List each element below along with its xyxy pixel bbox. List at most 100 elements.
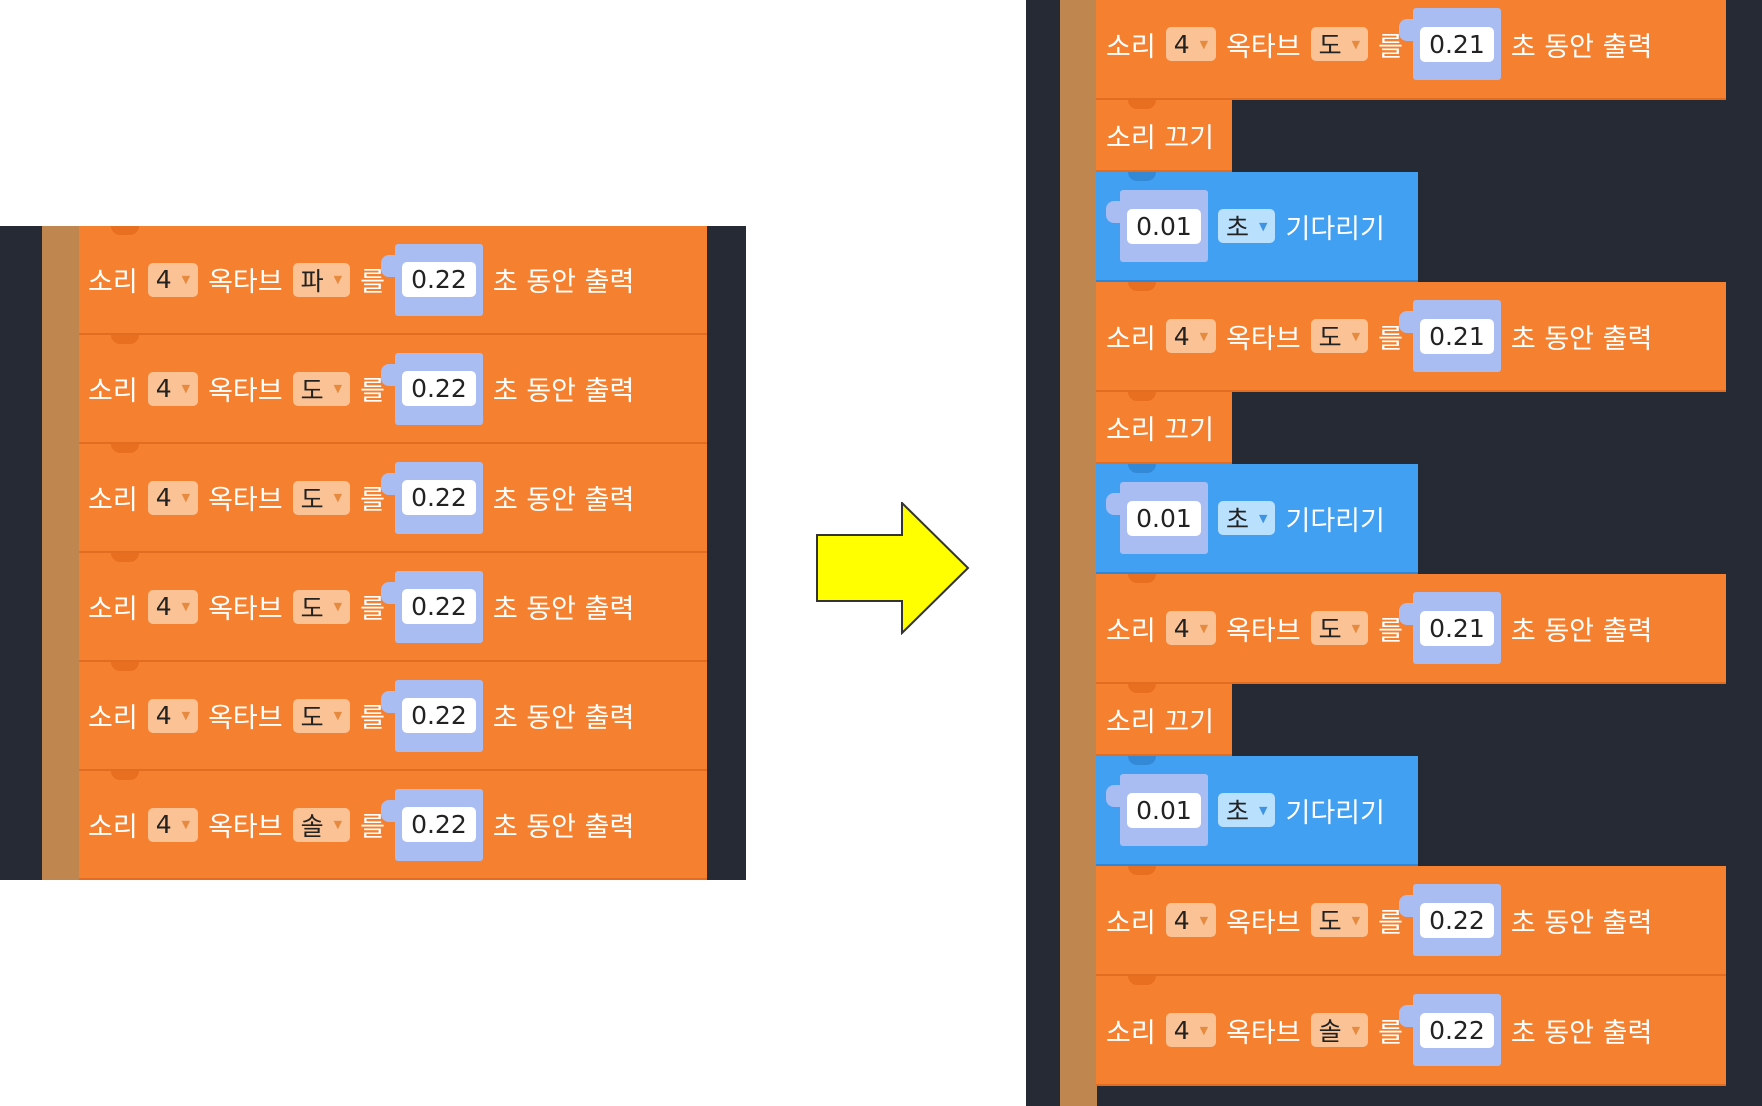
wait-seconds-input[interactable]: 0.01 <box>1106 482 1208 554</box>
block-connector <box>1128 756 1156 765</box>
time-unit-dropdown[interactable]: 초▼ <box>1218 501 1276 535</box>
block-stack-spine <box>1060 0 1097 1106</box>
octave-dropdown-value: 4 <box>1173 613 1190 643</box>
particle-label: 를 <box>360 594 385 625</box>
stop-sound-label: 소리 끄기 <box>1106 414 1214 446</box>
octave-dropdown-value: 4 <box>155 374 172 403</box>
chevron-down-icon: ▼ <box>181 709 191 722</box>
chevron-down-icon: ▼ <box>1199 37 1209 51</box>
time-unit-dropdown[interactable]: 초▼ <box>1218 209 1276 243</box>
note-dropdown[interactable]: 도▼ <box>1310 903 1369 937</box>
octave-dropdown[interactable]: 4▼ <box>1165 27 1217 61</box>
stop-sound-block[interactable]: 소리 끄기 <box>1096 684 1232 756</box>
duration-input-value[interactable]: 0.21 <box>1420 610 1494 646</box>
seconds-play-label: 초 동안 출력 <box>492 703 635 734</box>
octave-dropdown-value: 4 <box>1173 29 1190 59</box>
note-dropdown[interactable]: 도▼ <box>1310 27 1369 61</box>
note-dropdown[interactable]: 도▼ <box>1310 319 1369 353</box>
duration-input-value[interactable]: 0.21 <box>1420 26 1494 62</box>
octave-dropdown[interactable]: 4▼ <box>147 698 199 733</box>
duration-input[interactable]: 0.22 <box>380 788 483 861</box>
seconds-play-label: 초 동안 출력 <box>1510 31 1653 63</box>
note-dropdown-value: 도 <box>1318 31 1342 60</box>
stop-sound-block[interactable]: 소리 끄기 <box>1096 100 1232 172</box>
duration-input[interactable]: 0.22 <box>380 243 483 316</box>
octave-label: 옥타브 <box>1226 323 1301 355</box>
duration-input[interactable]: 0.22 <box>380 679 483 752</box>
note-dropdown[interactable]: 도▼ <box>292 698 351 733</box>
wait-seconds-input[interactable]: 0.01 <box>1106 190 1208 262</box>
octave-dropdown-value: 4 <box>155 483 172 512</box>
octave-dropdown[interactable]: 4▼ <box>1165 1013 1217 1047</box>
wait-seconds-input-value[interactable]: 0.01 <box>1127 500 1201 536</box>
stop-sound-label: 소리 끄기 <box>1106 706 1214 738</box>
duration-input[interactable]: 0.22 <box>380 352 483 425</box>
duration-input-value[interactable]: 0.22 <box>1420 1012 1494 1048</box>
time-unit-dropdown-value: 초 <box>1226 505 1250 534</box>
octave-dropdown[interactable]: 4▼ <box>1165 903 1217 937</box>
particle-label: 를 <box>360 376 385 407</box>
block-connector <box>111 335 139 344</box>
particle-label: 를 <box>360 703 385 734</box>
stop-sound-block[interactable]: 소리 끄기 <box>1096 392 1232 464</box>
particle-label: 를 <box>1378 31 1403 63</box>
duration-input[interactable]: 0.21 <box>1398 300 1501 372</box>
octave-dropdown[interactable]: 4▼ <box>147 807 199 842</box>
duration-input[interactable]: 0.22 <box>380 461 483 534</box>
note-dropdown[interactable]: 솔▼ <box>1310 1013 1369 1047</box>
duration-input-value[interactable]: 0.22 <box>402 371 476 406</box>
time-unit-dropdown[interactable]: 초▼ <box>1218 793 1276 827</box>
duration-input[interactable]: 0.21 <box>1398 592 1501 664</box>
duration-input[interactable]: 0.22 <box>1398 994 1501 1066</box>
particle-label: 를 <box>360 267 385 298</box>
duration-input-value[interactable]: 0.21 <box>1420 318 1494 354</box>
octave-label: 옥타브 <box>208 376 283 407</box>
note-dropdown[interactable]: 솔▼ <box>292 807 351 842</box>
duration-input[interactable]: 0.22 <box>1398 884 1501 956</box>
note-dropdown[interactable]: 도▼ <box>292 371 351 406</box>
note-dropdown-value: 솔 <box>300 811 324 841</box>
wait-block[interactable]: 0.01 초▼ 기다리기 <box>1096 172 1418 282</box>
seconds-play-label: 초 동안 출력 <box>492 812 635 843</box>
octave-dropdown[interactable]: 4▼ <box>1165 319 1217 353</box>
duration-input-value[interactable]: 0.22 <box>402 589 476 624</box>
wait-seconds-input-value[interactable]: 0.01 <box>1127 792 1201 828</box>
duration-input[interactable]: 0.21 <box>1398 8 1501 80</box>
wait-label: 기다리기 <box>1285 213 1385 245</box>
block-stack-spine <box>42 226 79 880</box>
wait-seconds-input[interactable]: 0.01 <box>1106 774 1208 846</box>
octave-dropdown[interactable]: 4▼ <box>147 480 199 515</box>
wait-seconds-input-value[interactable]: 0.01 <box>1127 208 1201 244</box>
seconds-play-label: 초 동안 출력 <box>1510 1017 1653 1049</box>
note-dropdown-value: 도 <box>1318 615 1342 644</box>
duration-input-value[interactable]: 0.22 <box>1420 902 1494 938</box>
seconds-play-label: 초 동안 출력 <box>492 485 635 516</box>
octave-dropdown[interactable]: 4▼ <box>147 371 199 406</box>
octave-dropdown[interactable]: 4▼ <box>147 262 199 297</box>
note-dropdown[interactable]: 도▼ <box>1310 611 1369 645</box>
duration-input-value[interactable]: 0.22 <box>402 262 476 297</box>
duration-input-value[interactable]: 0.22 <box>402 480 476 515</box>
note-dropdown[interactable]: 파▼ <box>292 262 351 297</box>
duration-input-value[interactable]: 0.22 <box>402 807 476 842</box>
duration-input[interactable]: 0.22 <box>380 570 483 643</box>
octave-dropdown[interactable]: 4▼ <box>1165 611 1217 645</box>
duration-input-value[interactable]: 0.22 <box>402 698 476 733</box>
note-dropdown[interactable]: 도▼ <box>292 480 351 515</box>
block-connector <box>1128 976 1156 985</box>
octave-dropdown[interactable]: 4▼ <box>147 589 199 624</box>
note-dropdown[interactable]: 도▼ <box>292 589 351 624</box>
